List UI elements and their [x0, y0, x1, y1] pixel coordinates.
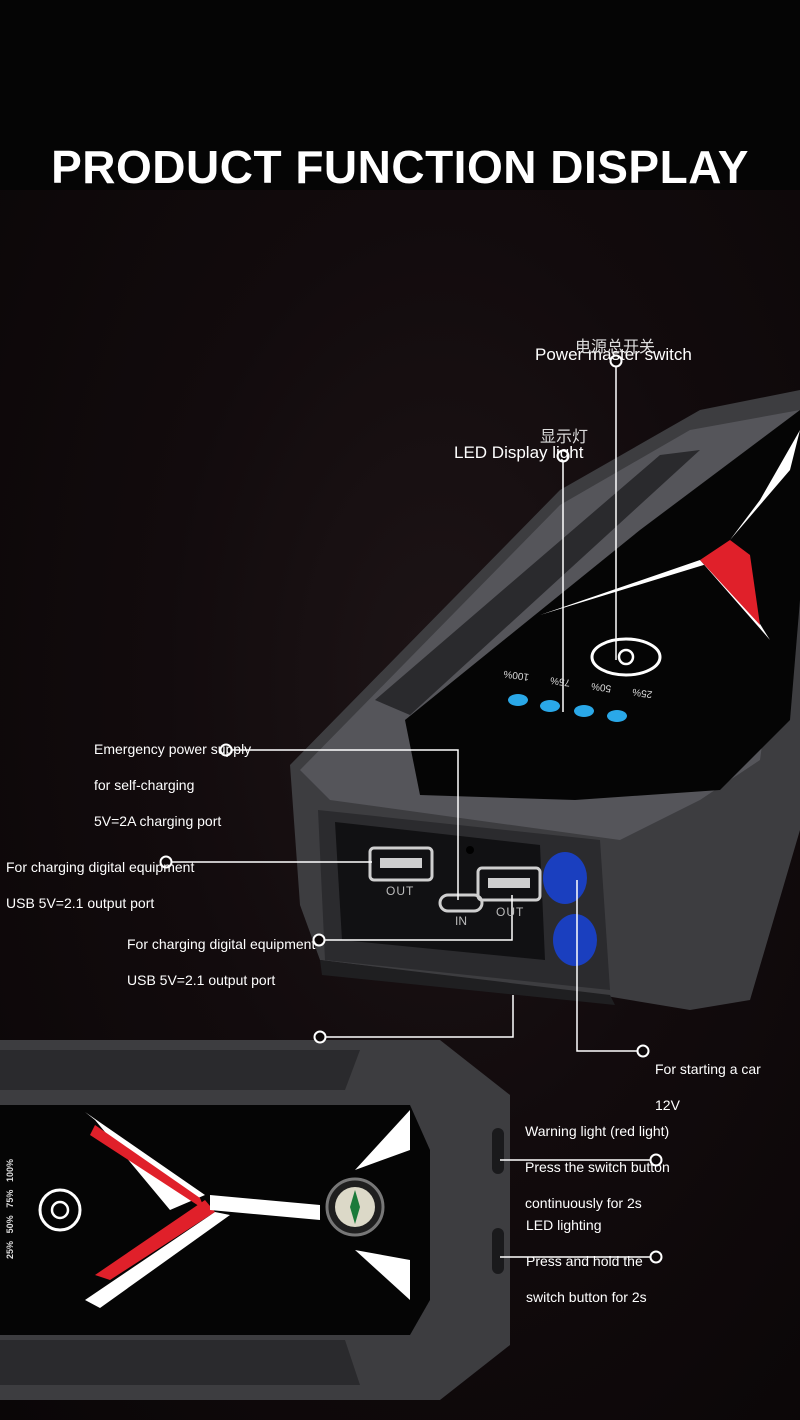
- callout-line: 5V=2A charging port: [94, 813, 222, 829]
- callout-dots: [159, 354, 663, 1264]
- device-top: [290, 390, 800, 1010]
- device-bottom-corner-2: [355, 1250, 410, 1300]
- port-label-out-left: OUT: [386, 884, 415, 898]
- led-dot-1: [508, 694, 528, 706]
- device-top-panel: [405, 410, 800, 800]
- bottom-level-label: 25%: [5, 1240, 15, 1259]
- clamp-socket-2: [553, 914, 597, 966]
- device-bottom-grip-top: [0, 1050, 360, 1090]
- callout-line: Emergency power supply: [94, 741, 252, 757]
- device-bottom-chevron-red-2: [95, 1200, 215, 1280]
- power-button-ring: [590, 637, 662, 677]
- callout-warning-light: Warning light (red light) Press the swit…: [525, 1104, 670, 1230]
- device-bottom-beam: [210, 1195, 320, 1220]
- device-bottom-chevron-red: [90, 1125, 205, 1210]
- callout-line: For charging digital equipment: [127, 936, 316, 952]
- callout-line: for self-charging: [94, 777, 195, 793]
- page-title: PRODUCT FUNCTION DISPLAY: [51, 141, 749, 193]
- callout-led-display-text: LED Display light: [454, 443, 584, 462]
- device-bottom: [0, 1040, 510, 1400]
- callout-line: LED lighting: [526, 1217, 602, 1233]
- clamp-socket-1: [543, 852, 587, 904]
- device-top-chevron-white: [540, 560, 770, 640]
- usb-port-right: [476, 866, 542, 902]
- callout-line: For charging digital equipment: [6, 859, 195, 875]
- header-band: [0, 0, 800, 190]
- led-dot-2: [540, 700, 560, 712]
- callout-line: 12V: [655, 1097, 680, 1113]
- callout-line: Warning light (red light): [525, 1123, 670, 1139]
- callout-power-switch-cn: 电源总开关: [575, 337, 656, 356]
- side-button-led: [492, 1228, 504, 1274]
- bottom-level-label: 100%: [5, 1159, 15, 1183]
- usb-port-left: [368, 846, 434, 882]
- callout-line: Press the switch button: [525, 1159, 670, 1175]
- callout-lines: [172, 362, 650, 1258]
- side-button-warning: [492, 1128, 504, 1174]
- callout-led-lighting: LED lighting Press and hold the switch b…: [526, 1198, 647, 1324]
- device-top-chevron-red: [700, 540, 760, 625]
- callout-led-display: LED Display light: [454, 423, 583, 463]
- led-dot-4: [607, 710, 627, 722]
- device-top-grip: [375, 450, 700, 715]
- bottom-battery-labels: 25% 50% 75% 100%: [5, 1159, 15, 1259]
- callout-led-display-cn: 显示灯: [540, 427, 589, 446]
- callout-line: USB 5V=2.1 output port: [127, 972, 276, 988]
- usb-port-right-tongue: [488, 878, 530, 888]
- bottom-power-button: [38, 1188, 82, 1232]
- led-dot-3: [574, 705, 594, 717]
- port-label-in: IN: [455, 914, 467, 928]
- power-icon: [617, 648, 635, 666]
- callout-line: continuously for 2s: [525, 1195, 642, 1211]
- callout-usb-left: For charging digital equipment USB 5V=2.…: [6, 840, 194, 930]
- callout-line: Press and hold the: [526, 1253, 643, 1269]
- bottom-level-label: 75%: [5, 1189, 15, 1208]
- callout-power-switch: Power master switch: [535, 325, 692, 365]
- callout-emergency: Emergency power supply for self-charging…: [94, 722, 251, 848]
- device-bottom-chevron-white-2: [85, 1212, 230, 1308]
- port-label-out-right: OUT: [496, 905, 525, 919]
- reset-hole: [466, 846, 474, 854]
- compass-needle: [350, 1190, 360, 1224]
- callout-line: USB 5V=2.1 output port: [6, 895, 155, 911]
- callout-power-switch-text: Power master switch: [535, 345, 692, 364]
- usb-port-left-tongue: [380, 858, 422, 868]
- callout-starting-car: For starting a car 12V: [655, 1042, 761, 1132]
- callout-line: switch button for 2s: [526, 1289, 647, 1305]
- bottom-level-label: 50%: [5, 1215, 15, 1234]
- callout-line: For starting a car: [655, 1061, 761, 1077]
- device-top-port-recess: [335, 822, 545, 960]
- callout-usb-right: For charging digital equipment USB 5V=2.…: [127, 917, 315, 1007]
- device-bottom-grip-bottom: [0, 1340, 360, 1385]
- bottom-power-icon: [50, 1200, 70, 1220]
- usb-c-port: [438, 893, 484, 913]
- device-top-base: [320, 960, 615, 1005]
- device-bottom-corner-1: [355, 1110, 410, 1170]
